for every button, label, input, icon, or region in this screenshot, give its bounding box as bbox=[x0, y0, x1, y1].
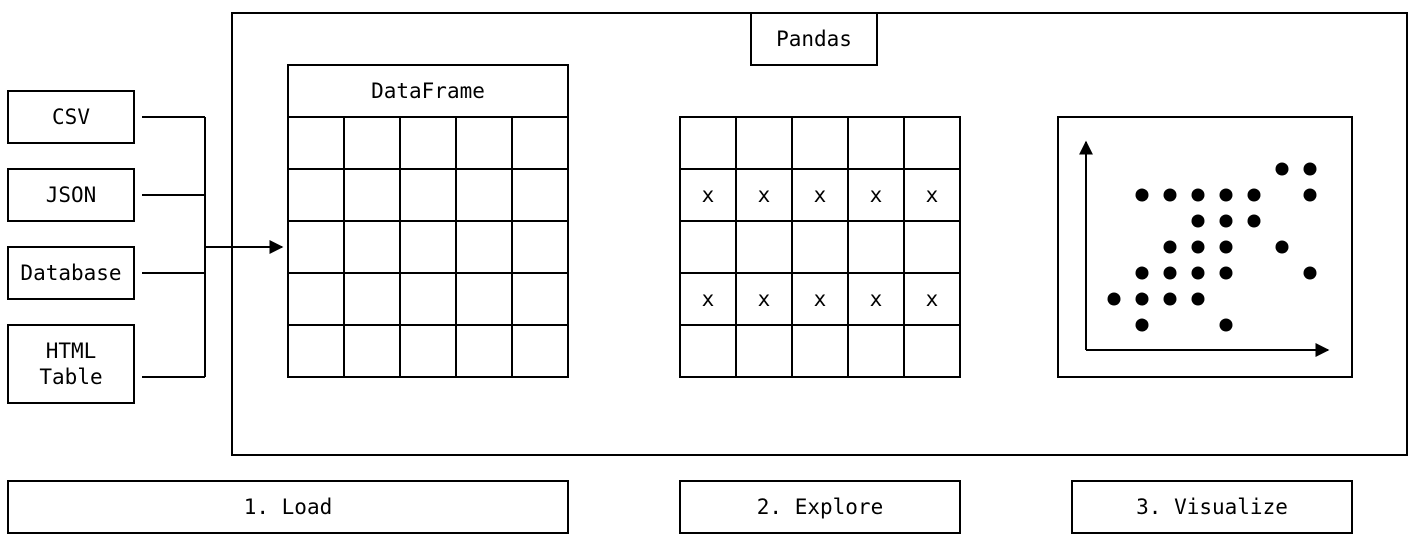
pandas-label: Pandas bbox=[776, 27, 852, 51]
scatter-point bbox=[1303, 162, 1317, 176]
scatter-point bbox=[1191, 188, 1205, 202]
scatter-point bbox=[1247, 214, 1261, 228]
scatter-point bbox=[1107, 292, 1121, 306]
scatter-point bbox=[1303, 266, 1317, 280]
step-visualize-box bbox=[1071, 480, 1353, 534]
explore-marker: x bbox=[702, 287, 715, 311]
explore-marker: x bbox=[702, 183, 715, 207]
explore-marker: x bbox=[870, 183, 883, 207]
scatter-point bbox=[1163, 188, 1177, 202]
step-explore-box bbox=[679, 480, 961, 534]
source-csv: CSV bbox=[7, 90, 135, 144]
scatter-point bbox=[1275, 240, 1289, 254]
scatter-point bbox=[1191, 292, 1205, 306]
source-csv-label: CSV bbox=[52, 105, 90, 129]
scatter-plot bbox=[1057, 116, 1353, 378]
source-html-table-label-line2: Table bbox=[39, 365, 102, 389]
step-visualize: 3. Visualize bbox=[1071, 480, 1353, 534]
step-explore: 2. Explore bbox=[679, 480, 961, 534]
source-database-box bbox=[7, 246, 135, 300]
source-json: JSON bbox=[7, 168, 135, 222]
source-html-table-label-line1: HTML bbox=[46, 339, 97, 363]
step-explore-label: 2. Explore bbox=[757, 495, 883, 519]
scatter-point bbox=[1135, 266, 1149, 280]
source-html-table: HTML Table bbox=[7, 324, 135, 404]
dataframe-table: DataFrame bbox=[287, 64, 569, 378]
dataframe-cell bbox=[511, 324, 569, 378]
source-json-box bbox=[7, 168, 135, 222]
scatter-point bbox=[1163, 292, 1177, 306]
scatter-point bbox=[1191, 266, 1205, 280]
step-visualize-label: 3. Visualize bbox=[1136, 495, 1288, 519]
source-html-table-box bbox=[7, 324, 135, 404]
scatter-point bbox=[1135, 292, 1149, 306]
source-database: Database bbox=[7, 246, 135, 300]
scatter-point bbox=[1191, 240, 1205, 254]
dataframe-header-box bbox=[287, 64, 569, 118]
scatter-point bbox=[1219, 214, 1233, 228]
pandas-label-box bbox=[750, 12, 878, 66]
explore-cell bbox=[903, 324, 961, 378]
explore-marker: x bbox=[758, 183, 771, 207]
scatter-point bbox=[1219, 266, 1233, 280]
scatter-point bbox=[1219, 188, 1233, 202]
source-csv-box bbox=[7, 90, 135, 144]
scatter-point bbox=[1163, 240, 1177, 254]
scatter-point bbox=[1247, 188, 1261, 202]
source-connectors bbox=[142, 116, 284, 378]
explore-marker: x bbox=[926, 183, 939, 207]
scatter-plot-frame bbox=[1057, 116, 1353, 378]
explore-marker: x bbox=[758, 287, 771, 311]
step-load: 1. Load bbox=[7, 480, 569, 534]
explore-marker: x bbox=[814, 183, 827, 207]
scatter-point bbox=[1219, 318, 1233, 332]
explore-marker: x bbox=[814, 287, 827, 311]
scatter-point bbox=[1219, 240, 1233, 254]
scatter-point bbox=[1275, 162, 1289, 176]
scatter-points bbox=[1107, 162, 1317, 332]
scatter-point bbox=[1163, 266, 1177, 280]
step-load-label: 1. Load bbox=[244, 495, 333, 519]
explore-marker: x bbox=[870, 287, 883, 311]
source-database-label: Database bbox=[20, 261, 121, 285]
dataframe-grid bbox=[287, 116, 569, 378]
scatter-point bbox=[1303, 188, 1317, 202]
scatter-point bbox=[1135, 188, 1149, 202]
explore-marker: x bbox=[926, 287, 939, 311]
scatter-point bbox=[1191, 214, 1205, 228]
step-load-box bbox=[7, 480, 569, 534]
explore-table: x x x x x x x x x x bbox=[679, 116, 961, 378]
source-json-label: JSON bbox=[46, 183, 97, 207]
scatter-point bbox=[1135, 318, 1149, 332]
dataframe-label: DataFrame bbox=[371, 79, 485, 103]
